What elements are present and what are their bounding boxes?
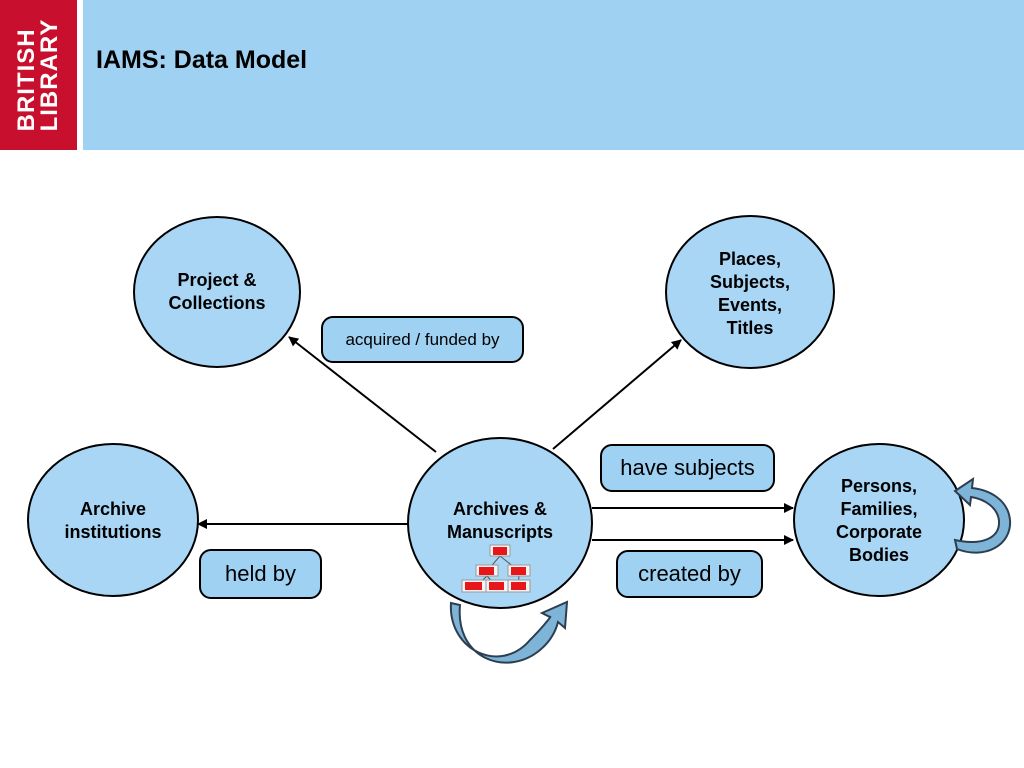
hierarchy-icon xyxy=(461,544,531,593)
british-library-logo: BRITISH LIBRARY xyxy=(0,0,77,150)
node-circle-archives-manuscripts xyxy=(407,437,593,609)
node-archives-manuscripts: Archives & Manuscripts xyxy=(420,497,580,545)
edge-to-places xyxy=(552,339,682,450)
page-title: IAMS: Data Model xyxy=(96,46,308,74)
node-places-line-1: Places, xyxy=(718,249,782,269)
node-persons-line-2: Families, xyxy=(840,499,918,519)
node-persons-line-4: Bodies xyxy=(848,545,909,565)
relation-held-by: held by xyxy=(199,549,322,599)
node-places-subjects: Places, Subjects, Events, Titles xyxy=(670,224,830,364)
node-archive-inst-line-1: Archive xyxy=(79,499,147,519)
node-circle-places xyxy=(665,215,835,369)
node-persons-line-3: Corporate xyxy=(835,522,922,542)
node-project-collections: Project & Collections xyxy=(137,222,297,362)
node-archive-inst-line-2: institutions xyxy=(64,522,162,542)
self-relation-arrow-persons xyxy=(953,476,1012,554)
node-persons-line-1: Persons, xyxy=(840,476,918,496)
node-places-line-2: Subjects, xyxy=(709,272,791,292)
node-archive-institutions: Archive institutions xyxy=(33,451,193,591)
node-project-line-2: Collections xyxy=(168,293,266,313)
relation-acquired-funded-by: acquired / funded by xyxy=(321,316,524,363)
node-circle-project xyxy=(133,216,301,368)
node-places-line-3: Events, xyxy=(717,295,783,315)
relation-have-subjects: have subjects xyxy=(600,444,775,492)
edge-to-project xyxy=(288,336,437,453)
logo-separator xyxy=(77,0,83,150)
self-relation-arrow-archives xyxy=(449,600,569,664)
node-circle-persons xyxy=(793,443,965,597)
node-circle-archive-institutions xyxy=(27,443,199,597)
node-places-line-4: Titles xyxy=(726,318,774,338)
node-persons-families: Persons, Families, Corporate Bodies xyxy=(799,451,959,591)
node-archives-ms-line-2: Manuscripts xyxy=(446,522,554,542)
relation-created-by: created by xyxy=(616,550,763,598)
node-archives-ms-line-1: Archives & xyxy=(452,499,548,519)
node-project-line-1: Project & xyxy=(177,270,257,290)
header-bar xyxy=(0,0,1024,150)
